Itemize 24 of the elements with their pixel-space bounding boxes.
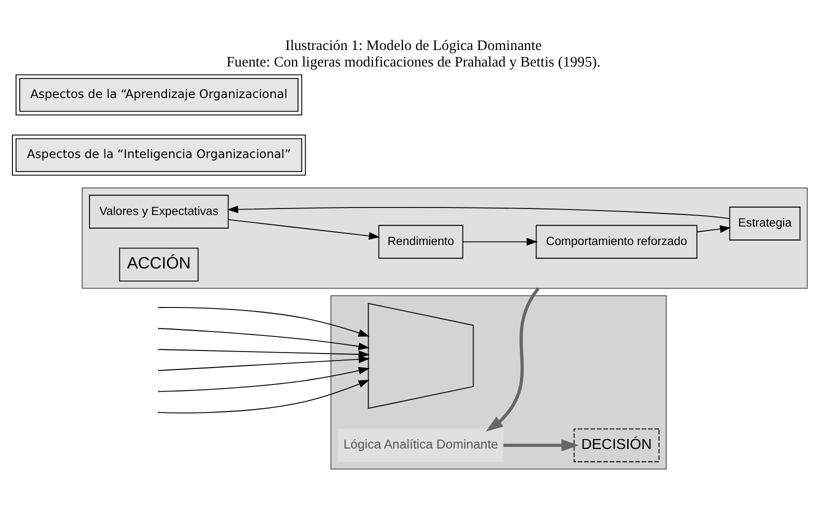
node-box: Lógica Analítica Dominante (338, 428, 504, 462)
arrow (462, 237, 538, 246)
arrow (159, 379, 370, 413)
node-box: Valores y Expectativas (89, 194, 229, 228)
node-box: ACCIÓN (119, 247, 199, 282)
diagram-title: Ilustración 1: Modelo de Lógica Dominante (285, 37, 542, 54)
node-box: Comportamiento reforzado (536, 224, 698, 258)
arrow (696, 224, 731, 232)
node-box: Estrategia (729, 206, 800, 240)
arrow (503, 438, 579, 451)
node-trapezium (368, 302, 474, 408)
arrow (159, 306, 370, 336)
cluster (330, 294, 667, 469)
arrow (228, 218, 380, 240)
arrow (159, 366, 370, 392)
node-box: DECISIÓN (574, 428, 660, 462)
node-box: Rendimiento (378, 224, 464, 258)
caption: Fuente: Con ligeras modificaciones de Prahalad y Bettis (1995). (226, 54, 601, 70)
arrow (227, 205, 730, 219)
node-box: Aspectos de la “Inteligencia Organizacional” (12, 134, 306, 176)
arrow (159, 328, 370, 350)
arrow (486, 286, 540, 432)
cluster (82, 187, 808, 288)
node-box: Aspectos de la “Aprendizaje Organizacional (16, 74, 302, 115)
